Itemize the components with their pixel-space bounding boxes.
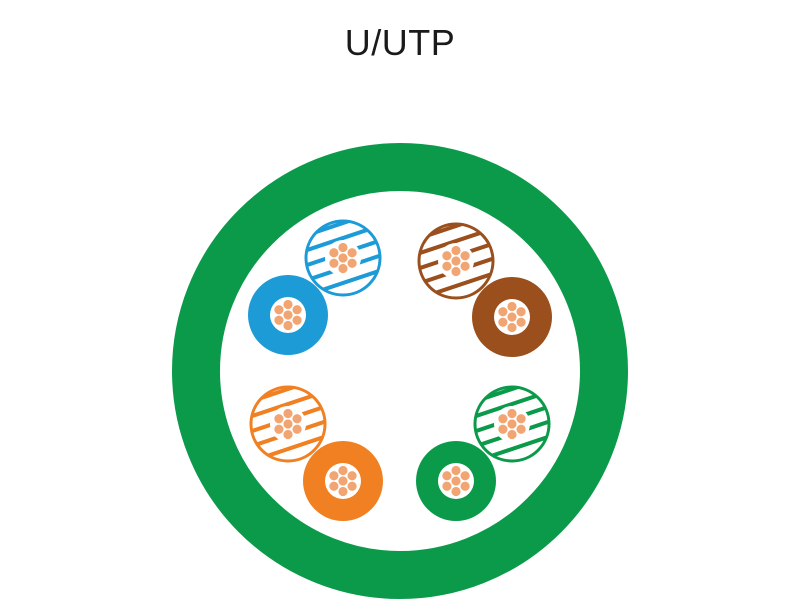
copper-strand	[337, 262, 349, 275]
page-title: U/UTP	[344, 22, 456, 63]
copper-strand	[441, 469, 453, 482]
copper-strands	[497, 407, 527, 441]
copper-strand	[450, 485, 462, 498]
copper-strand	[273, 423, 285, 436]
wire-brown-solid	[472, 277, 552, 357]
copper-strand	[506, 300, 518, 313]
wire-green-solid	[416, 441, 496, 521]
copper-strands	[497, 300, 527, 334]
wire-orange-solid	[303, 441, 383, 521]
copper-strand	[282, 428, 294, 441]
copper-strand	[441, 480, 453, 493]
copper-strand	[441, 260, 453, 273]
copper-strand	[450, 464, 462, 477]
wire-blue-white-striped	[304, 219, 382, 297]
copper-strand	[515, 412, 527, 425]
copper-strand	[282, 298, 294, 311]
copper-strand	[282, 407, 294, 420]
copper-strands	[328, 241, 358, 275]
copper-strands	[441, 244, 471, 278]
cable-jacket	[172, 143, 628, 599]
copper-strand	[273, 303, 285, 316]
wire-green-white-striped	[473, 385, 551, 463]
copper-strand	[282, 319, 294, 332]
copper-strand	[497, 316, 509, 329]
copper-strand	[506, 407, 518, 420]
copper-strand	[328, 246, 340, 259]
copper-strand	[273, 314, 285, 327]
copper-strands	[273, 407, 303, 441]
copper-strand	[291, 303, 303, 316]
wire-blue-solid	[248, 275, 328, 355]
wire-brown-white-striped	[417, 222, 495, 300]
copper-strand	[328, 257, 340, 270]
copper-strand	[459, 469, 471, 482]
copper-strand	[273, 412, 285, 425]
copper-strand	[506, 428, 518, 441]
wire-pair-blue	[248, 219, 382, 355]
copper-strand	[328, 480, 340, 493]
copper-strands	[328, 464, 358, 498]
copper-strand	[337, 485, 349, 498]
copper-strand	[337, 464, 349, 477]
copper-strand	[450, 265, 462, 278]
copper-strand	[497, 412, 509, 425]
copper-strands	[273, 298, 303, 332]
copper-strands	[441, 464, 471, 498]
wire-pair-brown	[417, 222, 552, 357]
wire-orange-white-striped	[249, 385, 327, 463]
copper-strand	[346, 469, 358, 482]
wire-pair-green	[416, 385, 551, 521]
copper-strand	[506, 321, 518, 334]
copper-strand	[515, 305, 527, 318]
copper-strand	[450, 244, 462, 257]
wire-pair-orange	[249, 385, 383, 521]
copper-strand	[337, 241, 349, 254]
copper-strand	[497, 305, 509, 318]
copper-strand	[441, 249, 453, 262]
copper-strand	[291, 412, 303, 425]
copper-strand	[328, 469, 340, 482]
copper-strand	[346, 246, 358, 259]
copper-strand	[459, 249, 471, 262]
copper-strand	[497, 423, 509, 436]
